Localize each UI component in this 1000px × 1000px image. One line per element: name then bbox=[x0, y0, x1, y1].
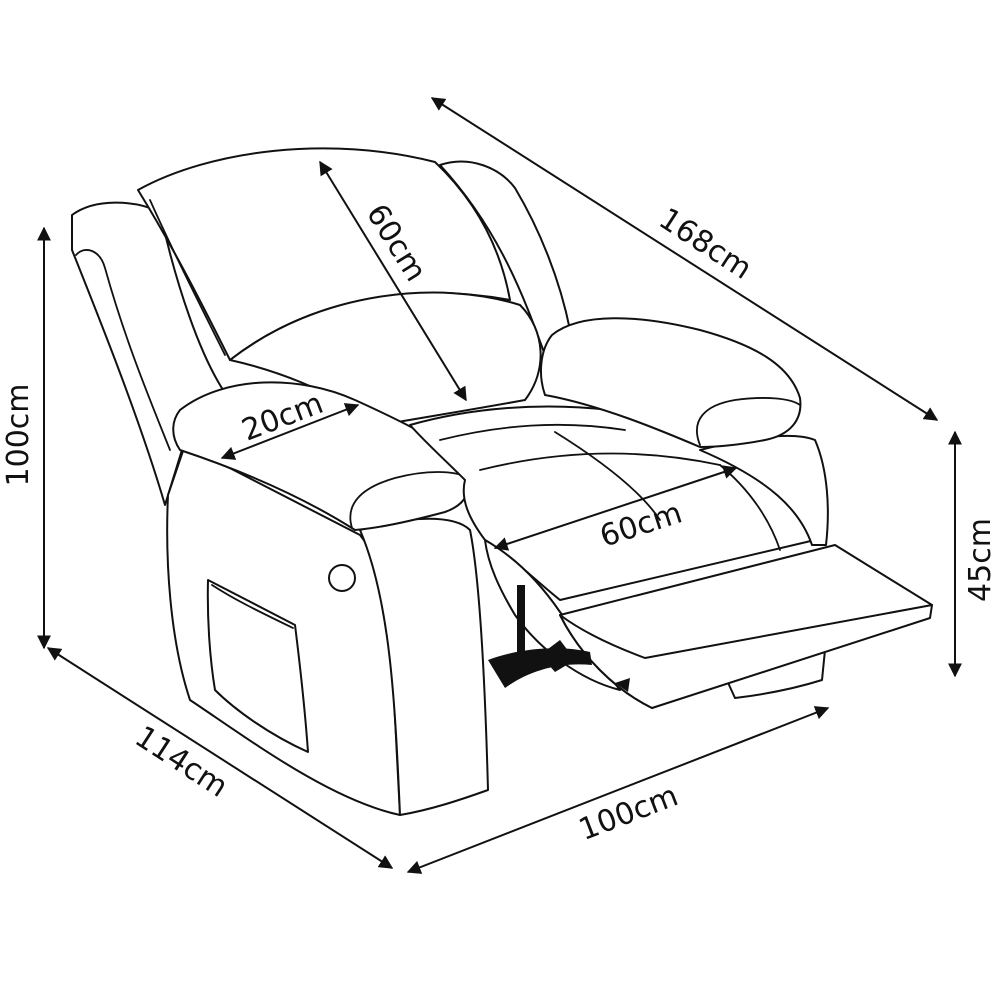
seat-seam-2 bbox=[479, 452, 721, 471]
left-back-wing-inner bbox=[75, 249, 171, 451]
mechanism-wheel bbox=[615, 678, 630, 692]
mechanism-foot bbox=[540, 640, 575, 672]
dim-line-backrest-height bbox=[319, 160, 467, 402]
dim-line-total-depth bbox=[430, 97, 939, 421]
dim-line-armrest-width bbox=[220, 403, 360, 460]
side-pocket-seam bbox=[211, 584, 294, 629]
label-total-height: 100cm bbox=[1, 384, 36, 487]
dim-line-seat-width bbox=[493, 465, 738, 551]
label-width: 100cm bbox=[574, 778, 683, 848]
dimension-lines bbox=[37, 97, 962, 874]
seat-seam-1 bbox=[439, 423, 626, 441]
recliner-chair-drawing bbox=[71, 147, 933, 816]
label-total-depth: 168cm bbox=[652, 201, 757, 286]
dim-line-depth bbox=[46, 647, 394, 869]
dim-line-width bbox=[406, 706, 830, 874]
left-armrest-roll bbox=[349, 471, 469, 529]
power-button-icon bbox=[328, 564, 356, 592]
mechanism-post bbox=[517, 585, 525, 665]
label-seat-height: 45cm bbox=[963, 518, 998, 602]
backrest-edge bbox=[149, 199, 226, 356]
